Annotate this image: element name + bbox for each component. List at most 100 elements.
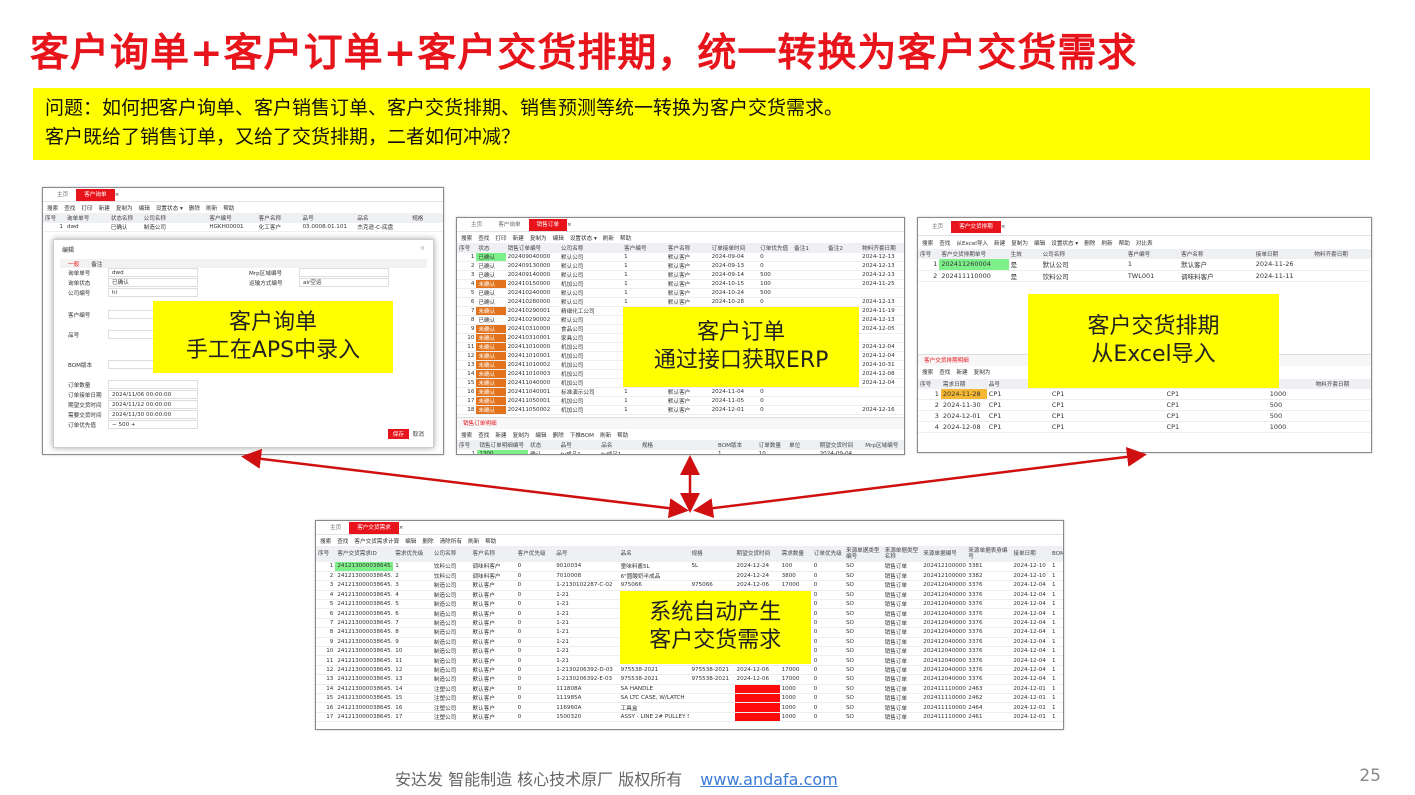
column-header[interactable]: BOM — [1049, 546, 1063, 562]
column-header[interactable]: 需求数量 — [779, 546, 812, 562]
column-header[interactable]: 期望交货时间 — [817, 440, 864, 450]
tab-1[interactable]: 客户交货需求 — [349, 521, 399, 534]
toolbar-button[interactable]: 编辑 — [1034, 240, 1046, 247]
toolbar-button[interactable]: 打印 — [81, 205, 93, 212]
toolbar-button[interactable]: 编辑 — [552, 235, 564, 242]
column-header[interactable]: 物料齐套日期 — [860, 243, 904, 253]
tab-1[interactable]: 客户交货排期 — [951, 220, 1001, 233]
column-header[interactable]: 订单数量 — [756, 440, 788, 450]
toolbar-button[interactable]: 新建 — [956, 370, 968, 376]
toolbar-button[interactable]: 搜索 — [320, 538, 332, 545]
column-header[interactable]: 物料齐套日期 — [1313, 378, 1371, 389]
toolbar-button[interactable]: 设置状态 ▾ — [569, 235, 597, 242]
column-header[interactable]: 品号 — [554, 546, 619, 562]
tab-2[interactable]: 销售订单 — [528, 218, 567, 231]
toolbar-button[interactable]: 复制为 — [973, 370, 991, 376]
column-header[interactable]: 规格 — [689, 546, 735, 562]
column-header[interactable]: 客户编号 — [1125, 249, 1180, 259]
toolbar-button[interactable]: 刷新 — [1101, 240, 1113, 247]
column-header[interactable]: Mrp区域编号 — [863, 440, 904, 450]
toolbar-button[interactable]: 删除 — [422, 538, 434, 545]
toolbar-button[interactable]: 帮助 — [619, 235, 632, 242]
column-header[interactable]: 序号 — [457, 440, 478, 450]
column-header[interactable]: 客户名称 — [1179, 249, 1254, 259]
column-header[interactable]: 规格 — [410, 213, 443, 223]
column-header[interactable]: 接单日期 — [1253, 249, 1313, 259]
column-header[interactable]: 客户优先级 — [515, 546, 555, 562]
toolbar-button[interactable]: 删除 — [1084, 240, 1096, 247]
toolbar-button[interactable]: 搜索 — [47, 205, 59, 212]
field-input[interactable]: 2024/11/12 00:00:00 — [108, 400, 198, 409]
toolbar-button[interactable]: 新建 — [495, 432, 507, 439]
column-header[interactable]: 客户交货需求ID — [335, 546, 394, 562]
toolbar-button[interactable]: 刷新 — [602, 235, 614, 242]
cancel-button[interactable]: 取消 — [412, 432, 424, 438]
toolbar-button[interactable]: 下推BOM — [569, 432, 594, 439]
column-header[interactable]: 需求优先级 — [393, 546, 432, 562]
column-header[interactable]: 需求日期 — [940, 378, 987, 389]
column-header[interactable]: 物料齐套日期 — [1312, 249, 1371, 259]
column-header[interactable]: 销售订单明细编号 — [477, 440, 529, 450]
column-header[interactable]: 询单单号 — [64, 213, 109, 223]
column-header[interactable]: 来源单据表身编号 — [966, 546, 1012, 562]
close-tab-icon[interactable]: × — [114, 191, 120, 198]
toolbar-button[interactable]: 清除所有 — [439, 538, 462, 545]
field-input[interactable]: dwd — [108, 268, 198, 277]
column-header[interactable]: 序号 — [43, 213, 65, 223]
website-link[interactable]: www.andafa.com — [700, 770, 838, 789]
toolbar-button[interactable]: 刷新 — [599, 432, 612, 439]
column-header[interactable]: 状态名称 — [108, 213, 142, 223]
toolbar-button[interactable]: 帮助 — [617, 432, 629, 439]
column-header[interactable]: 序号 — [918, 249, 940, 259]
toolbar-button[interactable]: 新建 — [994, 240, 1006, 247]
column-header[interactable]: 公司名称 — [1040, 249, 1126, 259]
toolbar-button[interactable]: 设置状态 ▾ — [1051, 240, 1079, 247]
toolbar-button[interactable]: 搜索 — [922, 370, 934, 376]
close-tab-icon[interactable]: × — [398, 524, 404, 531]
column-header[interactable]: 客户名称 — [665, 243, 710, 253]
column-header[interactable]: 备注1 — [792, 243, 827, 253]
toolbar-button[interactable]: 编辑 — [405, 538, 417, 545]
field-input[interactable] — [299, 268, 389, 277]
close-tab-icon[interactable]: × — [1000, 223, 1006, 230]
toolbar-button[interactable]: 帮助 — [485, 538, 497, 545]
toolbar-button[interactable]: 新建 — [512, 235, 524, 242]
toolbar-button[interactable]: 复制为 — [1011, 240, 1029, 247]
column-header[interactable]: 序号 — [918, 378, 941, 389]
toolbar-button[interactable]: 帮助 — [223, 205, 235, 212]
toolbar-button[interactable]: 查找 — [478, 235, 490, 242]
column-header[interactable]: 公司名称 — [559, 243, 623, 253]
column-header[interactable]: 备注2 — [826, 243, 861, 253]
column-header[interactable]: 序号 — [316, 546, 336, 562]
toolbar-button[interactable]: 查找 — [64, 205, 76, 212]
field-input[interactable]: 2024/11/30 00:00:00 — [108, 410, 198, 419]
field-input[interactable]: hi — [108, 288, 198, 297]
field-input[interactable]: 2024/11/06 00:00:00 — [108, 390, 198, 399]
toolbar-button[interactable]: 设置状态 ▾ — [155, 205, 183, 212]
column-header[interactable]: 品名 — [618, 546, 690, 562]
column-header[interactable]: 来源单据编号 — [921, 546, 967, 562]
close-icon[interactable]: × — [419, 245, 425, 252]
column-header[interactable]: 客户编号 — [622, 243, 666, 253]
save-button[interactable]: 保存 — [387, 429, 409, 439]
toolbar-button[interactable]: 复制为 — [512, 432, 530, 439]
column-header[interactable]: 接单日期 — [1011, 546, 1050, 562]
